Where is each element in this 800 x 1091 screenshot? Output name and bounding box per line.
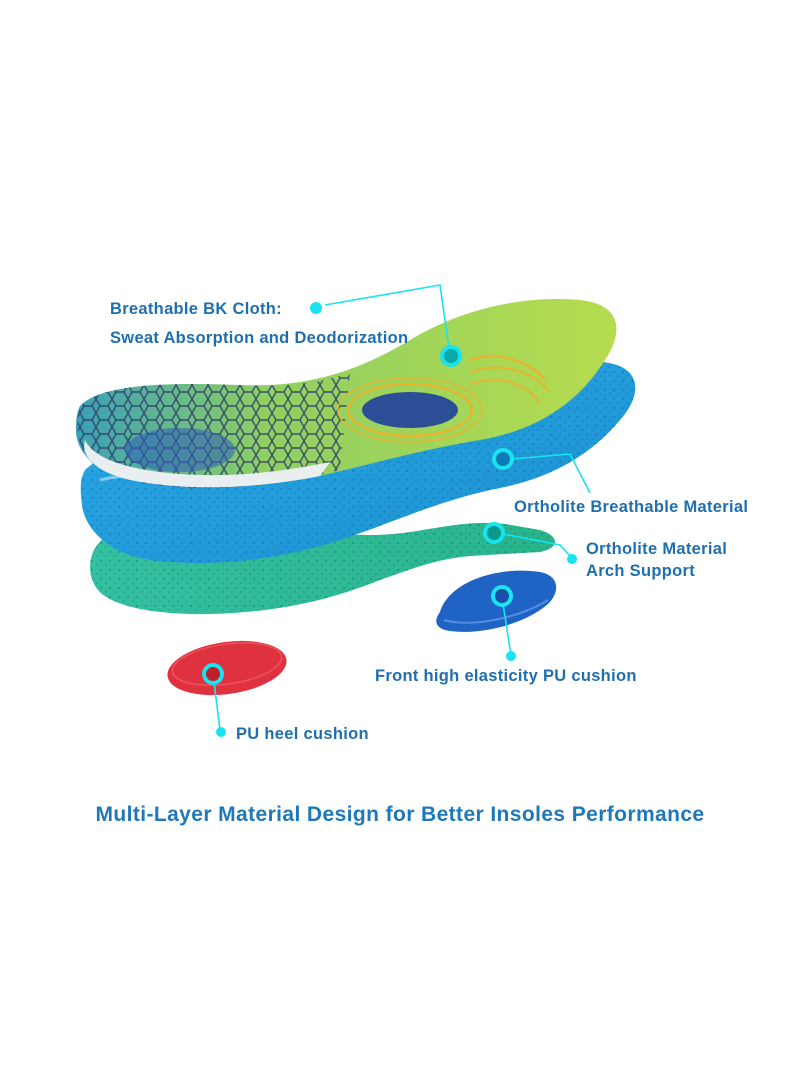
- callout-front-cushion: [502, 603, 512, 656]
- callout-breathable-cloth: [324, 284, 451, 356]
- label-arch-support: Arch Support: [586, 562, 696, 580]
- callout-arch-support: [502, 533, 573, 559]
- label-heel-pu-cushion: PU heel cushion: [236, 725, 369, 743]
- marker-ring-cloth: [440, 345, 462, 367]
- label-front-pu-cushion: Front high elasticity PU cushion: [375, 667, 637, 685]
- marker-dot-arch-label: [567, 554, 577, 564]
- label-breathable-cloth-desc: Sweat Absorption and Deodorization: [110, 329, 409, 347]
- marker-ring-breathable: [492, 448, 514, 470]
- marker-dot-heel-label: [216, 727, 226, 737]
- marker-ring-front-cushion: [491, 585, 513, 607]
- marker-ring-arch: [483, 522, 505, 544]
- breathable-cloth-layer: [76, 299, 617, 489]
- page-caption: Multi-Layer Material Design for Better I…: [95, 803, 705, 826]
- label-breathable-cloth-title: Breathable BK Cloth:: [110, 300, 282, 318]
- callout-heel-cushion: [213, 681, 221, 731]
- label-ortholite-breathable: Ortholite Breathable Material: [514, 498, 749, 516]
- marker-ring-heel-cushion: [202, 663, 224, 685]
- callout-ortholite-breathable: [511, 453, 591, 494]
- marker-dot-cloth-label: [310, 302, 322, 314]
- heel-pu-cushion-pad: [167, 640, 287, 696]
- label-ortholite-material: Ortholite Material: [586, 540, 728, 558]
- marker-dot-front-label: [506, 651, 516, 661]
